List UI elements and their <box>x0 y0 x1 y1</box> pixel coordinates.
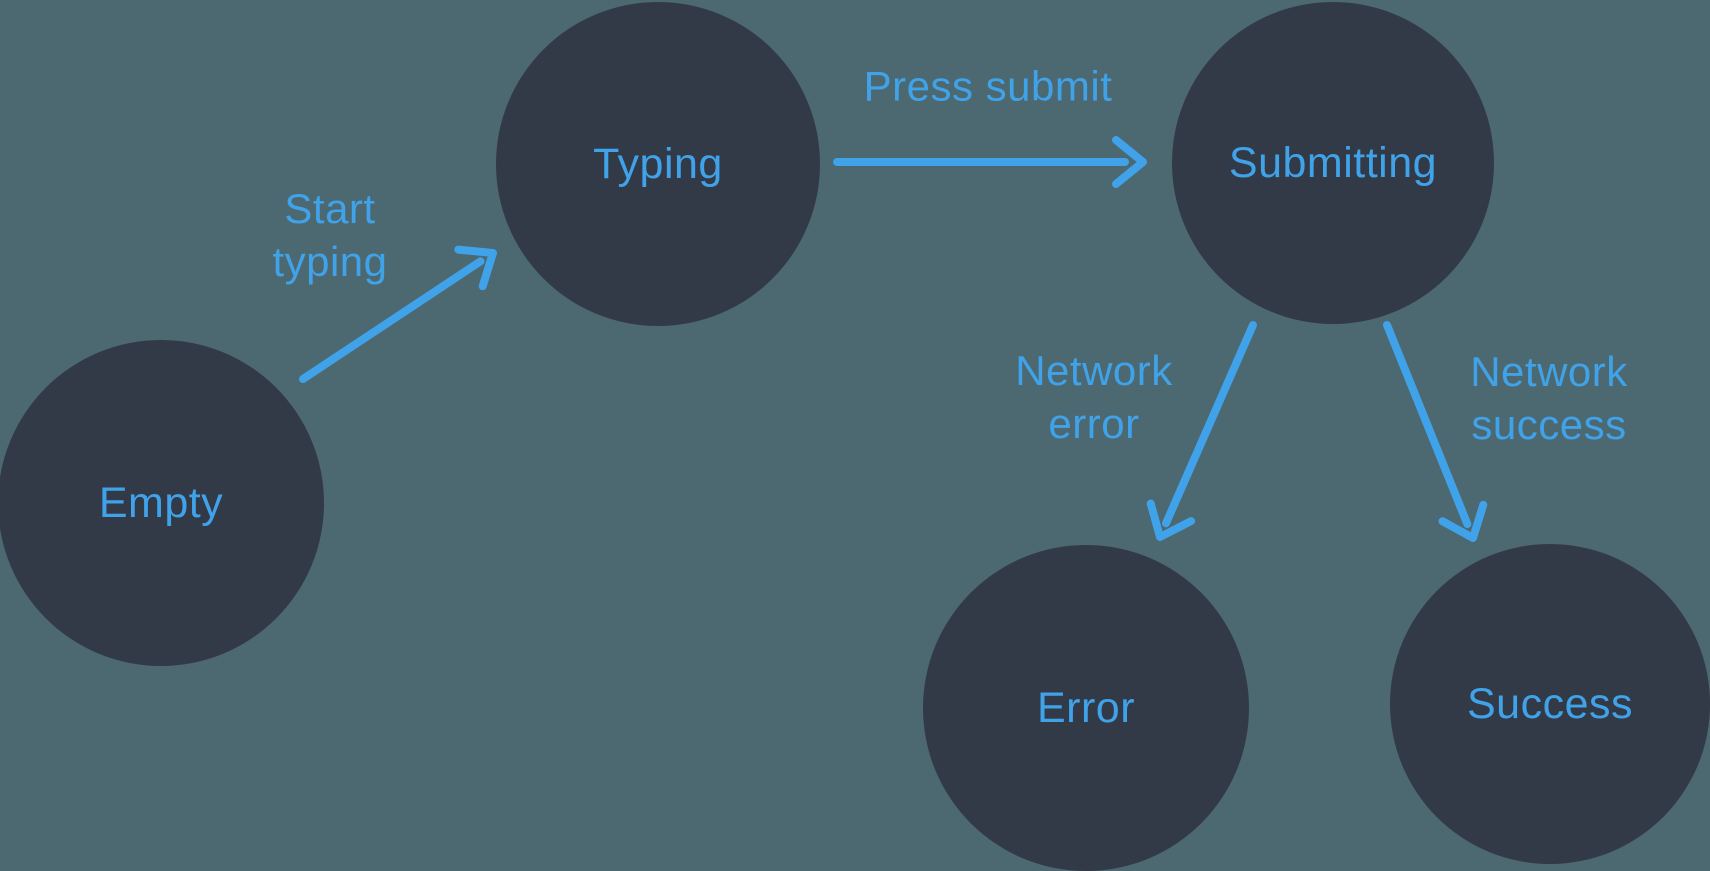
state-node-success: Success <box>1390 544 1710 864</box>
edge-arrow-press-submit <box>833 136 1147 188</box>
edge-label-network-success: Network success <box>1470 348 1628 448</box>
state-label-typing: Typing <box>593 139 723 188</box>
state-node-empty: Empty <box>0 340 324 666</box>
edge-arrow-start-typing <box>299 245 497 383</box>
state-label-submitting: Submitting <box>1228 138 1438 187</box>
edge-label-network-error: Network error <box>1015 347 1173 447</box>
state-label-empty: Empty <box>98 478 224 527</box>
edge-arrows-group <box>299 136 1488 542</box>
state-node-error: Error <box>923 545 1249 871</box>
edge-arrow-network-success <box>1383 321 1488 542</box>
state-node-typing: Typing <box>496 2 820 326</box>
edge-arrow-network-error <box>1146 321 1257 541</box>
edge-label-press-submit: Press submit <box>863 62 1113 110</box>
state-node-submitting: Submitting <box>1172 2 1494 324</box>
state-label-error: Error <box>1036 683 1136 732</box>
edge-label-start-typing: Start typing <box>272 185 388 285</box>
state-label-success: Success <box>1466 679 1633 728</box>
